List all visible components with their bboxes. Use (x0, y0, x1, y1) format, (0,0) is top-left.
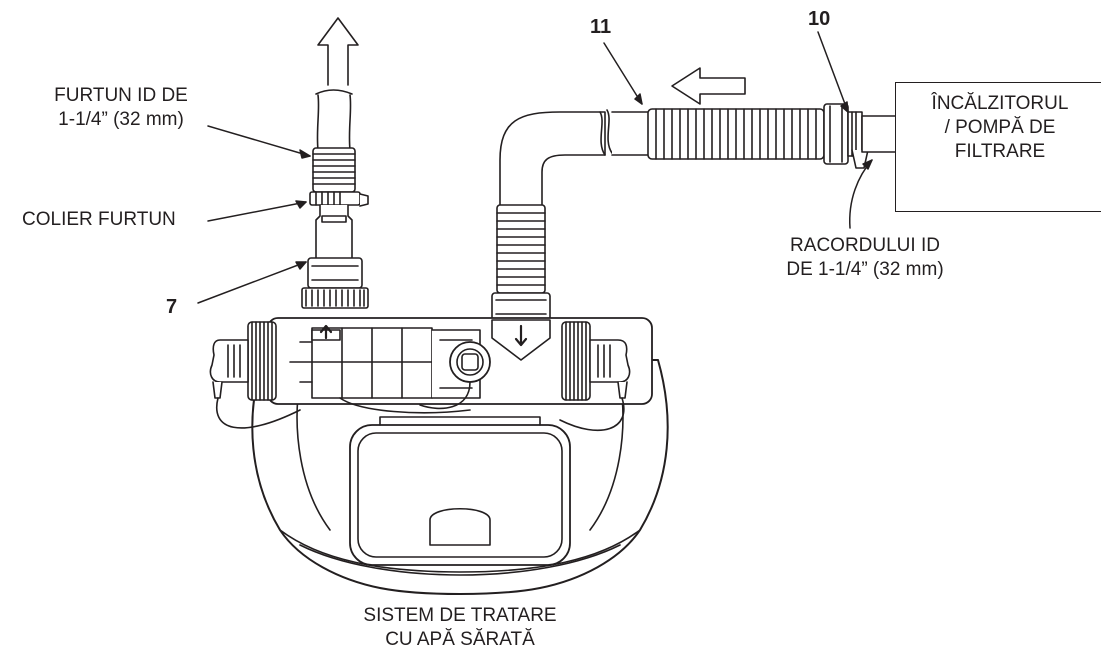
fitting-label-line2: DE 1-1/4” (32 mm) (786, 259, 944, 280)
flow-arrow-left-icon (671, 67, 746, 105)
heater-pump-box (895, 82, 1101, 212)
leader-lines (197, 31, 873, 304)
hose-clamp-label: COLIER FURTUN (22, 209, 176, 230)
flow-arrow-up-icon (317, 17, 359, 86)
chlorinator-body (209, 317, 669, 595)
system-label: SISTEM DE TRATARE CU APĂ SĂRATĂ (320, 604, 600, 652)
hose-label: FURTUN ID DE 1-1/4” (32 mm) (26, 84, 216, 132)
system-label-line2: CU APĂ SĂRATĂ (385, 629, 535, 650)
hose-label-line1: FURTUN ID DE (54, 85, 188, 106)
inlet-elbow-hose (491, 103, 897, 322)
system-label-line1: SISTEM DE TRATARE (363, 605, 557, 626)
outlet-union-nut (301, 257, 369, 309)
fitting-label: RACORDULUI ID DE 1-1/4” (32 mm) (750, 234, 980, 282)
callout-7: 7 (166, 296, 178, 318)
hose-label-line2: 1-1/4” (32 mm) (58, 109, 184, 130)
heater-label-line3: FILTRARE (954, 141, 1046, 162)
callout-10: 10 (808, 8, 831, 30)
outlet-hose (309, 89, 369, 261)
heater-label-line1: ÎNCĂLZITORUL (931, 93, 1069, 114)
heater-label-line2: / POMPĂ DE (944, 117, 1056, 138)
callout-11: 11 (590, 16, 612, 38)
fitting-label-line1: RACORDULUI ID (790, 235, 940, 256)
heater-label: ÎNCĂLZITORUL / POMPĂ DE FILTRARE (910, 92, 1090, 164)
